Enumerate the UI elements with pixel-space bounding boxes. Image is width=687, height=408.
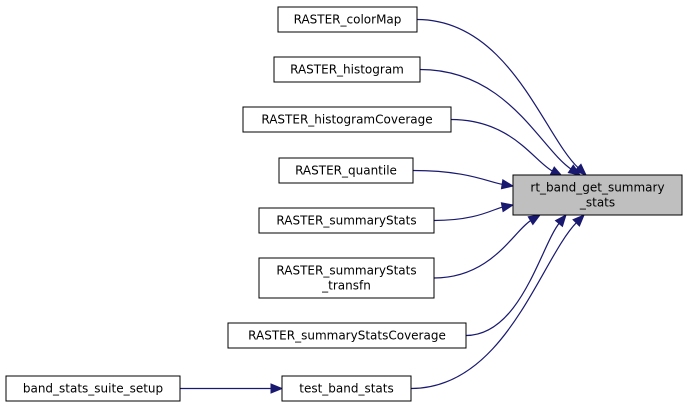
node-raster-summarystats-transfn[interactable]: RASTER_summaryStats_transfn [258, 257, 435, 299]
node-label: _stats [579, 196, 615, 210]
edge-raster-histogram-to-target-line [419, 68, 572, 170]
node-box [281, 375, 412, 402]
edge-raster-summarystats-transfn-to-target-line [433, 219, 532, 279]
node-raster-quantile[interactable]: RASTER_quantile [278, 157, 414, 184]
node-raster-summarystatscoverage[interactable]: RASTER_summaryStatsCoverage [227, 322, 467, 349]
node-box [512, 174, 683, 216]
edge-raster-summarystats-transfn-to-target-arrowhead [527, 214, 542, 226]
node-label: test_band_stats [299, 382, 394, 396]
node-label: RASTER_summaryStatsCoverage [248, 329, 446, 343]
edge-raster-summarystats-to-target-arrowhead [500, 202, 515, 213]
node-target[interactable]: rt_band_get_summary_stats [512, 174, 683, 216]
node-box [278, 157, 414, 184]
node-box [258, 207, 435, 234]
edge-test-band-stats-to-target-arrowhead [572, 214, 585, 227]
node-label: RASTER_histogram [290, 63, 404, 77]
edge-raster-quantile-to-target-arrowhead [500, 179, 515, 190]
edge-band-stats-suite-setup-to-test-band-stats [180, 383, 284, 394]
node-band-stats-suite-setup[interactable]: band_stats_suite_setup [5, 375, 181, 402]
edge-raster-histogram-to-target-arrowhead [567, 164, 582, 176]
edge-raster-summarystats-to-target-line [433, 206, 504, 222]
node-label: RASTER_quantile [295, 164, 397, 178]
edge-raster-summarystats-to-target [433, 202, 515, 222]
node-box [277, 6, 418, 33]
node-label: band_stats_suite_setup [23, 382, 163, 396]
node-box [258, 257, 435, 299]
node-label: rt_band_get_summary [530, 181, 664, 195]
edge-band-stats-suite-setup-to-test-band-stats-arrowhead [270, 383, 284, 394]
edge-raster-colormap-to-target-line [416, 18, 580, 169]
node-raster-colormap[interactable]: RASTER_colorMap [277, 6, 418, 33]
edge-raster-quantile-to-target [412, 169, 515, 190]
edge-test-band-stats-to-target [410, 214, 585, 390]
node-box [273, 56, 421, 83]
edges [180, 18, 587, 394]
edge-raster-summarystatscoverage-to-target-arrowhead [554, 213, 567, 228]
node-label: _transfn [321, 279, 371, 293]
node-test-band-stats[interactable]: test_band_stats [281, 375, 412, 402]
node-raster-summarystats[interactable]: RASTER_summaryStats [258, 207, 435, 234]
edge-raster-colormap-to-target-arrowhead [573, 163, 587, 176]
node-raster-histogram[interactable]: RASTER_histogram [273, 56, 421, 83]
edge-raster-histogramcoverage-to-target [450, 118, 564, 177]
nodes: rt_band_get_summary_stats RASTER_colorMap… [5, 6, 683, 402]
node-raster-histogramcoverage[interactable]: RASTER_histogramCoverage [242, 106, 452, 133]
node-label: RASTER_colorMap [294, 13, 402, 27]
node-box [227, 322, 467, 349]
edge-raster-histogram-to-target [419, 68, 582, 176]
edge-raster-histogramcoverage-to-target-line [450, 118, 554, 172]
edge-raster-summarystats-transfn-to-target [433, 214, 542, 279]
node-label: RASTER_summaryStats [276, 264, 416, 278]
edge-raster-quantile-to-target-line [412, 169, 504, 186]
edge-raster-colormap-to-target [416, 18, 587, 176]
node-label: RASTER_histogramCoverage [261, 113, 432, 127]
edge-raster-summarystatscoverage-to-target-line [465, 222, 561, 337]
node-box [242, 106, 452, 133]
edge-test-band-stats-to-target-line [410, 221, 578, 390]
node-box [5, 375, 181, 402]
node-label: RASTER_summaryStats [276, 214, 416, 228]
edge-raster-summarystatscoverage-to-target [465, 213, 567, 337]
